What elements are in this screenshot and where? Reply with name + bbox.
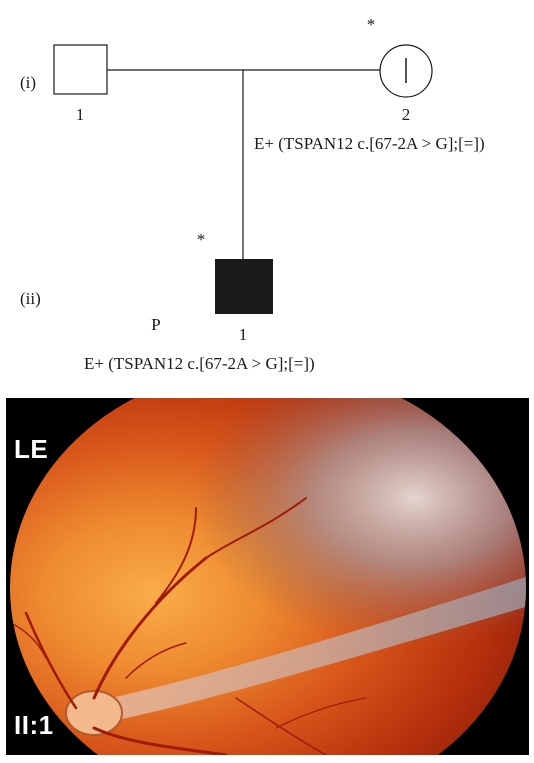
fundus-photograph (6, 398, 529, 755)
father-symbol (54, 45, 107, 94)
fundus-photo-panel: LE II:1 (6, 398, 529, 755)
proband-symbol (215, 259, 273, 314)
mother-genotype: E+ (TSPAN12 c.[67-2A > G];[=]) (254, 134, 485, 153)
proband-genotype: E+ (TSPAN12 c.[67-2A > G];[=]) (84, 354, 315, 373)
mother-number: 2 (402, 105, 411, 124)
pedigree-chart: (i) (ii) 1 * 2 E+ (TSPAN12 c.[67-2A > G]… (0, 0, 534, 398)
patient-label: II:1 (14, 710, 54, 741)
proband-marker: P (151, 315, 160, 334)
mother-asterisk: * (367, 15, 376, 34)
eye-label: LE (14, 434, 48, 465)
generation-label-i: (i) (20, 73, 36, 92)
generation-label-ii: (ii) (20, 289, 41, 308)
proband-number: 1 (239, 325, 248, 344)
father-number: 1 (76, 105, 85, 124)
proband-asterisk: * (197, 230, 206, 249)
